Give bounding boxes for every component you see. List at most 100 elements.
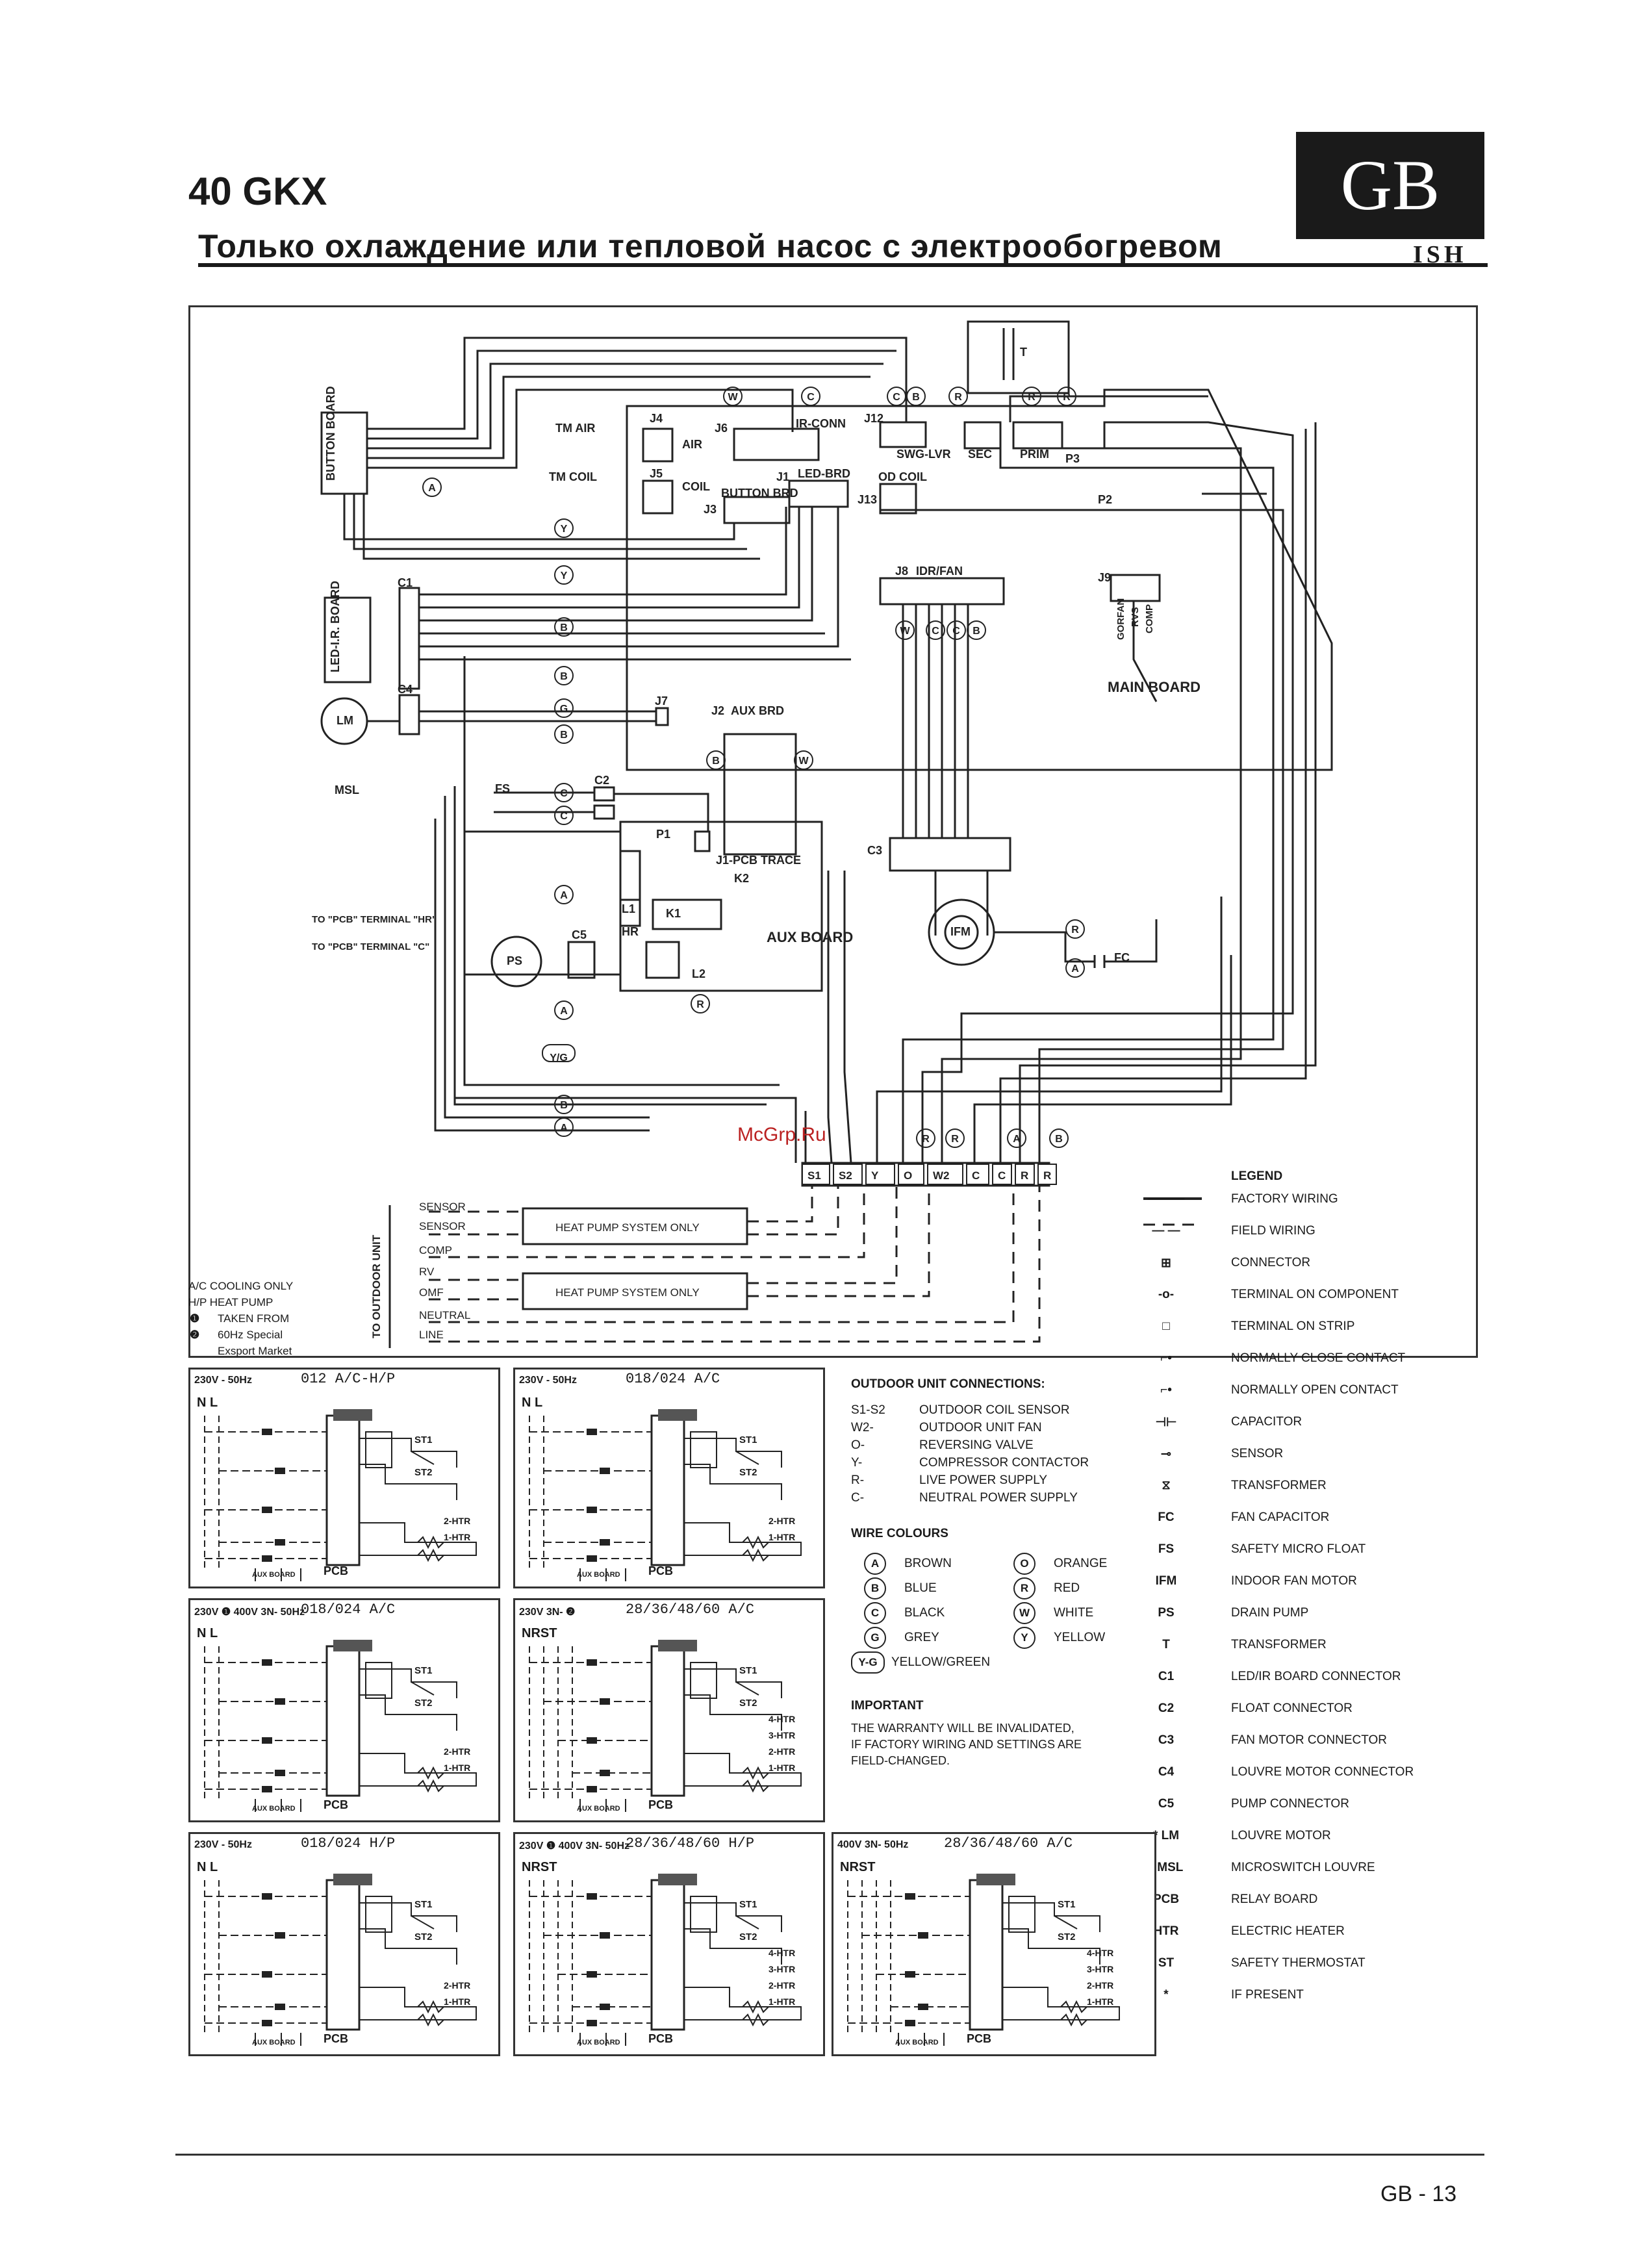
legend-text: FLOAT CONNECTOR [1231, 1701, 1353, 1715]
sub-panel-title: 28/36/48/60 A/C [944, 1835, 1073, 1852]
legend-symbol: ⧖ [1162, 1479, 1171, 1492]
coil-label: COIL [682, 480, 710, 493]
outdoor-connection-key: Y- [851, 1456, 863, 1470]
terminal-label: Y [871, 1169, 879, 1182]
watermark: McGrp.Ru [737, 1124, 826, 1145]
outdoor-connection-value: REVERSING VALVE [919, 1438, 1034, 1452]
sub-panel-schematic [529, 1874, 802, 2046]
pcb-label: PCB [324, 1798, 349, 1811]
legend-text: FAN MOTOR CONNECTOR [1231, 1733, 1387, 1747]
wire-colour-name: BLACK [904, 1606, 945, 1620]
terminal-strip-cell [927, 1164, 963, 1185]
wire-colour-code: G [864, 1627, 886, 1649]
legend-text: PUMP CONNECTOR [1231, 1797, 1349, 1811]
supply-terminals-label: N L [197, 1860, 218, 1874]
heater-2-label: 2-HTR [769, 1980, 796, 1991]
wire-code-label: A [428, 483, 436, 494]
legend-symbol: PS [1158, 1606, 1175, 1620]
heater-2-label: 2-HTR [769, 1516, 796, 1526]
drain-pump [490, 936, 542, 987]
ps-label: PS [507, 954, 522, 967]
od-coil-label: OD COIL [878, 470, 927, 483]
wire-colour-item: G GREY [864, 1627, 939, 1649]
heater-2-label: 2-HTR [444, 1746, 471, 1757]
pcb-label: PCB [324, 1564, 349, 1577]
legend-symbol: C2 [1158, 1701, 1175, 1715]
sub-panel-title: 018/024 A/C [626, 1371, 720, 1387]
aux-board-label: AUX BOARD [577, 2039, 620, 2046]
legend-text: FAN CAPACITOR [1231, 1510, 1330, 1524]
sub-panel-supply: 230V 3N- ❷ [519, 1607, 576, 1618]
led-brd-label: LED-BRD [798, 467, 850, 480]
sub-panel-schematic [847, 1874, 1120, 2046]
wire-colour-name: GREY [904, 1631, 939, 1645]
legend-text: LED/IR BOARD CONNECTOR [1231, 1670, 1401, 1683]
important-title: IMPORTANT [851, 1699, 924, 1713]
outdoor-connection-key: S1-S2 [851, 1403, 885, 1417]
st1-label: ST1 [739, 1899, 757, 1910]
wire-code-label: G [560, 704, 568, 715]
wire-code-label: C [952, 626, 960, 637]
sec-label: SEC [968, 448, 992, 461]
outdoor-connection-key: O- [851, 1438, 865, 1452]
outdoor-line-label: LINE [419, 1329, 444, 1341]
terminal-hr-note: TO "PCB" TERMINAL "HR" [312, 914, 437, 925]
c4-label: C4 [398, 683, 413, 696]
legend-text: NORMALLY OPEN CONTACT [1231, 1383, 1399, 1397]
idr-fan-label: IDR/FAN [916, 565, 963, 578]
lm-label: LM [337, 714, 353, 727]
heater-4-label: 4-HTR [769, 1948, 796, 1958]
terminal-label: C [972, 1169, 980, 1182]
note-market: Exsport Market [218, 1345, 292, 1357]
wire-colours-title: WIRE COLOURS [851, 1527, 948, 1540]
supply-terminals-label: NRST [522, 1860, 557, 1874]
heater-1-label: 1-HTR [444, 1996, 471, 2007]
note-special: 60Hz Special [218, 1329, 283, 1341]
wire-colour-code: O [1013, 1553, 1036, 1575]
j4-label: J4 [650, 412, 663, 425]
wire-code-label: R [696, 999, 704, 1010]
page-subtitle: Только охлаждение или тепловой насос с э… [198, 228, 1223, 264]
j9-label: J9 [1098, 571, 1111, 584]
wire-code-label: B [560, 730, 568, 741]
outdoor-connection-value: OUTDOOR UNIT FAN [919, 1421, 1042, 1434]
wire-code-label: R [954, 392, 962, 403]
comp-label: COMP [1144, 604, 1155, 633]
wire-colour-name: WHITE [1054, 1606, 1094, 1620]
wire-code-label: B [560, 622, 568, 633]
wire-code-label: B [1055, 1134, 1063, 1145]
wire-code-label: R [1028, 392, 1036, 403]
note-marker-1-icon: ❶ [190, 1312, 200, 1325]
outdoor-connection-value: COMPRESSOR CONTACTOR [919, 1456, 1089, 1470]
terminal-strip-cell [966, 1164, 989, 1185]
terminal-strip-cell [865, 1164, 895, 1185]
sub-panel-schematic [529, 1409, 802, 1581]
terminal-strip-cell [1015, 1164, 1035, 1185]
legend-text: SENSOR [1231, 1447, 1284, 1460]
legend-text: ELECTRIC HEATER [1231, 1924, 1345, 1938]
st1-label: ST1 [414, 1899, 433, 1910]
terminal-strip-cell [898, 1164, 924, 1185]
legend-symbol: ——— [1147, 1192, 1185, 1206]
terminal-label: R [1021, 1169, 1028, 1182]
legend-text: MICROSWITCH LOUVRE [1231, 1861, 1375, 1874]
terminal-strip-cell [1037, 1164, 1057, 1185]
st1-label: ST1 [414, 1434, 433, 1446]
legend-symbol: FC [1158, 1510, 1175, 1524]
heater-2-label: 2-HTR [444, 1980, 471, 1991]
sub-panel-schematic [529, 1640, 802, 1812]
legend-symbol: HTR [1153, 1924, 1179, 1938]
st1-label: ST1 [739, 1665, 757, 1676]
tm-air-label: TM AIR [555, 422, 595, 435]
legend-text: SAFETY MICRO FLOAT [1231, 1542, 1366, 1556]
to-outdoor-unit-label: TO OUTDOOR UNIT [370, 1234, 383, 1338]
note-marker-2-icon: ❷ [190, 1329, 200, 1341]
air-label: AIR [682, 438, 702, 451]
heater-1-label: 1-HTR [769, 1996, 796, 2007]
legend-symbol: — — [1152, 1224, 1180, 1238]
legend-title: LEGEND [1231, 1169, 1283, 1183]
k2-label: K2 [734, 872, 749, 885]
